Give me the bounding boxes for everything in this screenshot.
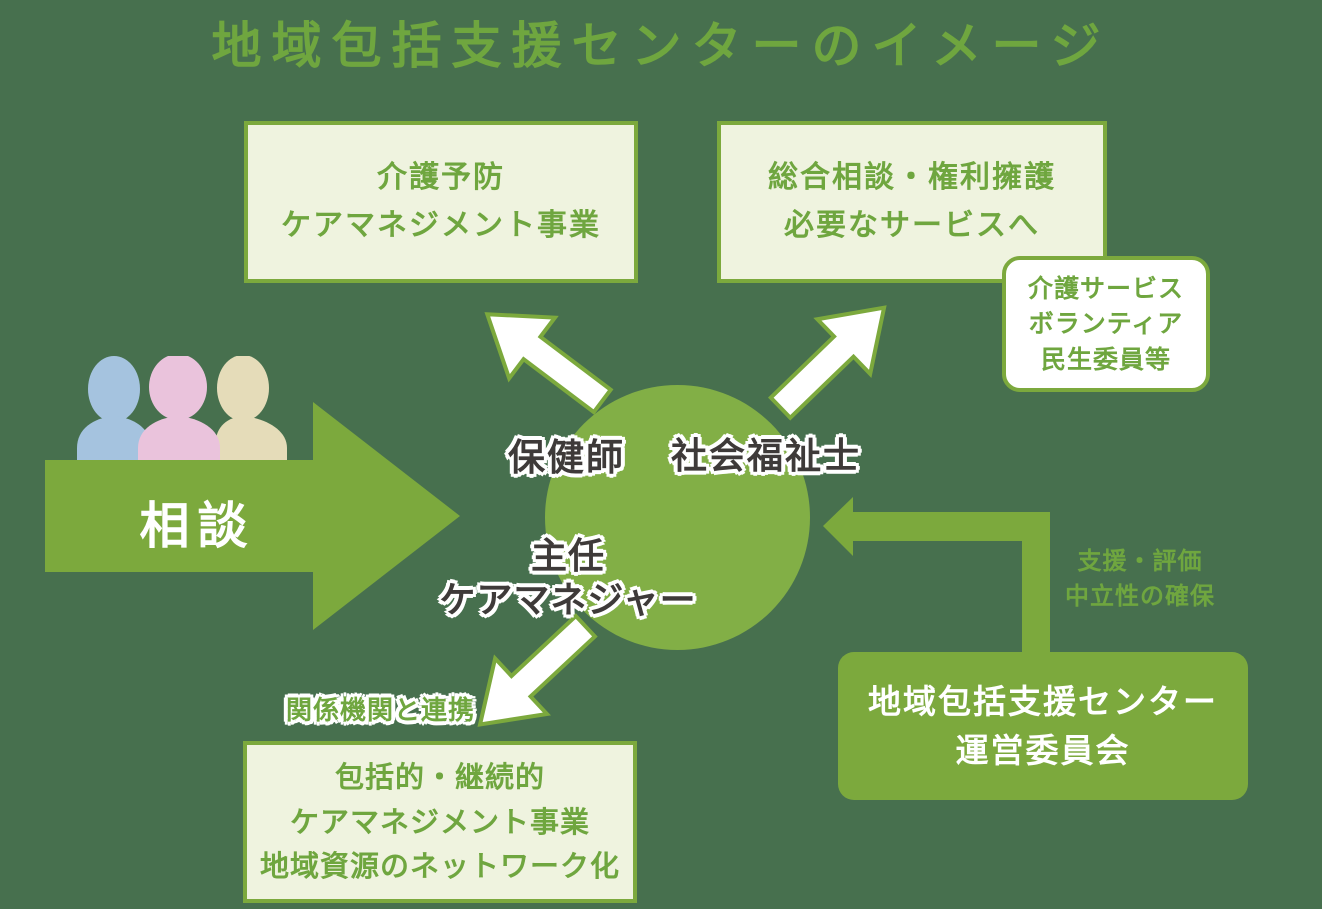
support-evaluation-label: 支援・評価 中立性の確保 bbox=[1040, 544, 1240, 614]
role-social-worker-label: 社会福祉士 bbox=[671, 436, 862, 477]
box-general-consultation: 総合相談・権利擁護 必要なサービスへ bbox=[717, 121, 1107, 283]
box-care-prevention-line1: 介護予防 bbox=[377, 160, 505, 195]
elbow-arrow-icon bbox=[820, 495, 1055, 655]
box-comprehensive-care-line3: 地域資源のネットワーク化 bbox=[259, 849, 620, 884]
person-pink-icon bbox=[138, 356, 220, 460]
cooperation-label: 関係機関と連携 bbox=[285, 696, 475, 726]
box-services-note-line2: ボランティア bbox=[1028, 309, 1184, 339]
box-services-note: 介護サービス ボランティア 民生委員等 bbox=[1002, 256, 1210, 392]
box-comprehensive-care: 包括的・継続的 ケアマネジメント事業 地域資源のネットワーク化 bbox=[243, 741, 637, 903]
box-services-note-line1: 介護サービス bbox=[1027, 273, 1184, 303]
center-circle bbox=[545, 385, 810, 650]
support-evaluation-line2: 中立性の確保 bbox=[1065, 581, 1215, 610]
box-comprehensive-care-line2: ケアマネジメント事業 bbox=[289, 804, 590, 839]
support-evaluation-line1: 支援・評価 bbox=[1077, 547, 1203, 575]
box-steering-committee-line2: 運営委員会 bbox=[955, 731, 1131, 770]
box-care-prevention-line2: ケアマネジメント事業 bbox=[281, 208, 601, 243]
arrow-up-left-icon bbox=[459, 278, 629, 435]
box-care-prevention: 介護予防 ケアマネジメント事業 bbox=[244, 121, 638, 283]
role-chief-line1: 主任 bbox=[530, 536, 605, 577]
role-health-nurse-label: 保健師 bbox=[508, 436, 625, 479]
box-general-consultation-line1: 総合相談・権利擁護 bbox=[768, 160, 1056, 195]
role-chief-care-manager-label: 主任 ケアマネジャー bbox=[418, 535, 718, 623]
person-beige-icon bbox=[215, 356, 287, 460]
box-services-note-line3: 民生委員等 bbox=[1040, 344, 1171, 374]
box-comprehensive-care-line1: 包括的・継続的 bbox=[334, 759, 545, 794]
person-blue-icon bbox=[77, 356, 151, 460]
box-general-consultation-line2: 必要なサービスへ bbox=[784, 208, 1040, 243]
role-chief-line2: ケアマネジャー bbox=[439, 579, 697, 621]
box-steering-committee: 地域包括支援センター 運営委員会 bbox=[838, 652, 1248, 800]
arrow-up-right-icon bbox=[750, 275, 916, 440]
consult-label: 相談 bbox=[139, 497, 256, 555]
box-steering-committee-line1: 地域包括支援センター bbox=[868, 681, 1218, 721]
consult-arrow-icon: 相談 bbox=[45, 402, 460, 630]
page-title: 地域包括支援センターのイメージ bbox=[211, 17, 1111, 75]
people-group-icon bbox=[72, 356, 292, 460]
arrow-down-left-icon bbox=[449, 594, 616, 758]
